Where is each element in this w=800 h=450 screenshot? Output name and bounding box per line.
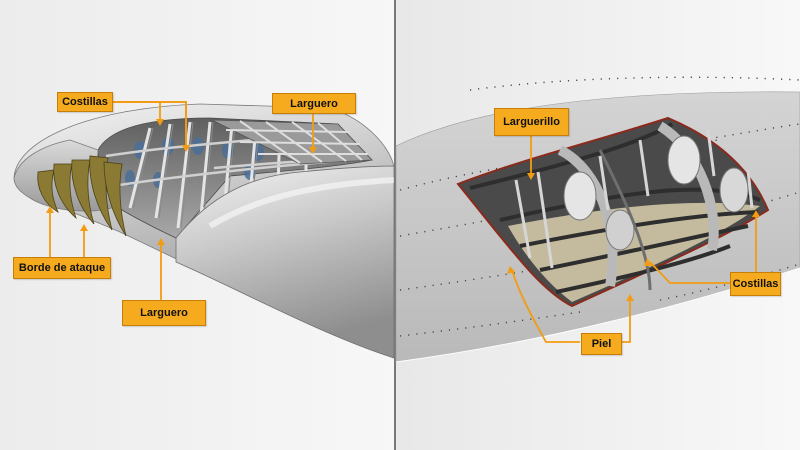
label-larguero-bottom: Larguero bbox=[122, 300, 206, 326]
right-stiffeners bbox=[514, 129, 754, 269]
right-callout-arrowheads bbox=[507, 173, 760, 301]
left-ribs bbox=[128, 121, 308, 229]
label-costillas-left: Costillas bbox=[57, 92, 113, 112]
skin-highlight bbox=[208, 177, 395, 229]
label-costillas-right: Costillas bbox=[730, 272, 781, 296]
rear-spar-grid-lines bbox=[225, 120, 368, 164]
left-callout-arrowheads bbox=[46, 119, 317, 245]
label-borde-de-ataque: Borde de ataque bbox=[13, 257, 111, 279]
label-larguerillo: Larguerillo bbox=[494, 108, 569, 136]
label-piel: Piel bbox=[581, 333, 622, 355]
right-ribs bbox=[557, 121, 749, 291]
panel-divider bbox=[394, 0, 396, 450]
leading-edge-ribs bbox=[37, 155, 127, 237]
label-larguero-top: Larguero bbox=[272, 93, 356, 114]
right-stringers bbox=[469, 122, 761, 294]
left-callout-lines bbox=[49, 101, 314, 300]
